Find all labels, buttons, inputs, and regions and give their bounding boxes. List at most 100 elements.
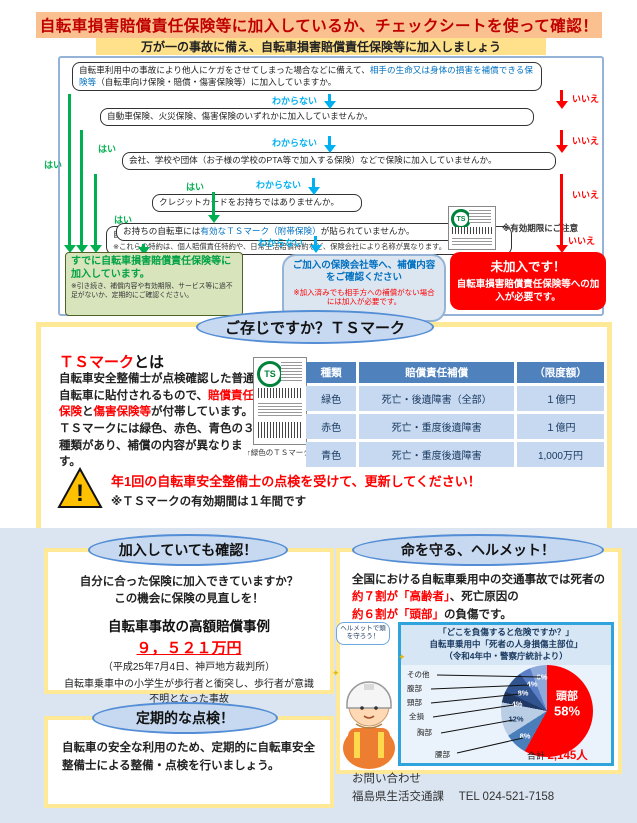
helmet-text: の負傷です。 — [444, 608, 512, 621]
helmet-paragraph: 全国における自転車乗用中の交通事故では死者の約７割が「高齢者」、死亡原因の約６割… — [340, 552, 618, 624]
result-uninsured-box: 未加入です！ 自転車損害賠償責任保険等への加入が必要です。 — [450, 252, 606, 310]
contact-label: お問い合わせ — [352, 773, 421, 785]
cell-limit: １億円 — [516, 414, 604, 439]
chart-title-line3: （令和4年中・警察庁統計より） — [444, 650, 568, 661]
yes-arrow-icon — [142, 244, 145, 248]
cell-type: 赤色 — [306, 414, 357, 439]
speech-bubble: ヘルメットで頭を守ろう！ — [336, 622, 390, 645]
cell-type: 青色 — [306, 442, 357, 467]
q3-text: 会社、学校や団体（お子様の学校のPTA等で加入する保険）などで保険に加入していま… — [129, 155, 497, 165]
ts-card-textlines — [469, 210, 491, 223]
question-4: クレジットカードをお持ちではありませんか。 — [152, 194, 362, 212]
helmet-text: 全国における自転車乗用中の交通事故では死者の — [352, 574, 605, 586]
question-2: 自動車保険、火災保険、傷害保険のいずれかに加入していませんか。 — [100, 108, 534, 126]
q1-text-blue: 相手の生命又は身体の損害を補償できる保険等 — [79, 65, 533, 87]
cat-label-neck: 頸部 — [407, 697, 422, 707]
question-1: 自転車利用中の事故により他人にケガをさせてしまった場合などに備えて、相手の生命又… — [72, 62, 542, 92]
helmet-person-illustration — [343, 681, 395, 769]
result-check-note: ※加入済みでも相手方への補償がない場合には加入が必要です。 — [293, 287, 435, 307]
q2-text: 自動車保険、火災保険、傷害保険のいずれかに加入していませんか。 — [107, 111, 373, 121]
ts-card-boxes — [258, 422, 302, 438]
q1-text: （自転車向け保険・賠償・傷害保険等）に加入していますか。 — [96, 76, 337, 87]
col-type: 種類 — [306, 362, 357, 383]
pie-pct-chest: 12% — [508, 714, 524, 724]
ts-card-barcode — [452, 227, 492, 234]
page-subtitle: 万が一の事故に備え、自転車損害賠償責任保険等に加入しましょう — [96, 38, 546, 55]
warning-text: 年1回の自転車安全整備士の点検を受けて、更新してください！ ※ＴＳマークの有効期… — [111, 471, 591, 509]
inspection-body: 自転車の安全な利用のため、定期的に自転車安全整備士による整備・点検を行いましょう… — [62, 742, 315, 772]
page-title: 自転車損害賠償責任保険等に加入しているか、チェックシートを使って確認！ — [36, 12, 602, 38]
result-check-title: ご加入の保険会社等へ、補償内容をご確認ください — [292, 260, 436, 284]
no-label: いいえ — [572, 136, 600, 146]
cell-limit: 1,000万円 — [516, 442, 604, 467]
unknown-label: わからない — [272, 96, 318, 106]
cell-coverage: 死亡・重度後遺障害 — [359, 414, 514, 439]
ts-card-barcode — [258, 388, 302, 398]
no-arrow-icon — [560, 130, 563, 146]
yes-label: はい — [114, 215, 133, 225]
q6-text: お持ちの自転車には — [123, 226, 201, 236]
unknown-arrow-icon — [328, 136, 331, 146]
warning-line1: 年1回の自転車安全整備士の点検を受けて、更新してください！ — [111, 474, 481, 489]
ts-desc-text: 自転車安全整備士が点検確認した普通自転車に貼付されるもので、 — [59, 373, 255, 402]
result-uninsured-title: 未加入です！ — [490, 260, 566, 274]
pie-total: 合計 2,145人 — [527, 747, 588, 763]
sparkle-icon: ✦ — [332, 668, 340, 678]
helmet-section-title: 命を守る、ヘルメット！ — [352, 534, 604, 566]
pie-pct-abdomen: 4% — [526, 679, 538, 689]
result-uninsured-body: 自転車損害賠償責任保険等への加入が必要です。 — [456, 279, 600, 303]
inspection-section-title: 定期的な点検！ — [92, 702, 278, 734]
contact-tel: TEL 024-521-7158 — [458, 791, 555, 804]
cat-label-chest: 胸部 — [417, 727, 432, 737]
contact-info: お問い合わせ 福島県生活交通課 TEL 024-521-7158 — [352, 770, 554, 807]
spacer — [108, 174, 120, 178]
unknown-arrow-icon — [328, 94, 331, 102]
unknown-arrow-icon — [314, 236, 317, 246]
ts-desc-text: が付帯しています。 — [151, 406, 254, 419]
pie-area: 6% 4% 8% 4% 12% 8% 頭部 58% その他 腹部 頸部 — [401, 664, 611, 763]
svg-text:!: ! — [76, 480, 84, 507]
contact-org: 福島県生活交通課 — [352, 791, 444, 804]
table-row: 緑色 死亡・後遺障害（全部） １億円 — [306, 386, 604, 411]
ts-section-title: ご存じですか？ＴＳマーク — [196, 310, 434, 344]
pie-head-pct: 58% — [553, 703, 581, 719]
ts-mark-image: TS — [448, 206, 496, 250]
case-amount: ９，５２１万円 — [136, 639, 242, 657]
col-coverage: 賠償責任補償 — [359, 362, 514, 383]
yes-label: はい — [44, 160, 63, 170]
unknown-label: わからない — [256, 180, 302, 190]
cell-type: 緑色 — [306, 386, 357, 411]
no-label: いいえ — [572, 94, 600, 104]
warning-line2: ※ＴＳマークの有効期間は１年間です — [111, 496, 307, 508]
no-arrow-icon — [560, 174, 563, 246]
warning-icon: ! — [57, 467, 103, 508]
ts-logo-icon: TS — [257, 361, 283, 387]
case-title: 自転車事故の高額賠償事例 — [108, 618, 270, 634]
chart-title-line2: 自転車乗用中「死者の人身損傷主部位」 — [429, 638, 583, 649]
result-insured-box: すでに自転車損害賠償責任保険等に加入しています。 ※引き続き、補償内容や有効期限… — [65, 252, 243, 316]
case-body: 自転車乗車中の小学生が歩行者と衝突し、歩行者が意識不明となった事故 — [64, 679, 314, 705]
cell-coverage: 死亡・重度後遺障害 — [359, 442, 514, 467]
ts-heading-black: とは — [134, 354, 165, 371]
table-header-row: 種類 賠償責任補償 （限度額） — [306, 362, 604, 383]
ts-coverage-table: 種類 賠償責任補償 （限度額） 緑色 死亡・後遺障害（全部） １億円 赤色 死亡… — [303, 359, 607, 470]
ts-heading-red: ＴＳマーク — [59, 354, 135, 371]
helmet-text-red: 約６割が「頭部」 — [352, 608, 444, 621]
q6-text-blue: 有効なＴＳマーク（附帯保険） — [200, 226, 321, 236]
expiry-note: ※有効期限にご注意 — [502, 223, 579, 233]
unknown-arrow-icon — [312, 178, 315, 188]
q4-text: クレジットカードをお持ちではありませんか。 — [159, 197, 340, 207]
question-6: お持ちの自転車には有効なＴＳマーク（附帯保険）が貼られていませんか。 — [116, 223, 482, 241]
result-insured-note: ※引き続き、補償内容や有効期限、サービス等に過不足がないか、定期的にご確認くださ… — [71, 283, 233, 299]
pie-head-label: 頭部 — [556, 689, 578, 702]
contact-line: 福島県生活交通課 TEL 024-521-7158 — [352, 788, 554, 806]
yes-label: はい — [98, 144, 117, 154]
ts-heading: ＴＳマークとは — [59, 351, 164, 372]
cell-coverage: 死亡・後遺障害（全部） — [359, 386, 514, 411]
yes-label: はい — [186, 182, 205, 192]
unknown-label: わからない — [272, 138, 318, 148]
no-label: いいえ — [572, 190, 600, 200]
ts-desc-red: 賠償責任保険 — [59, 389, 255, 419]
total-value: 2,145人 — [547, 749, 588, 762]
